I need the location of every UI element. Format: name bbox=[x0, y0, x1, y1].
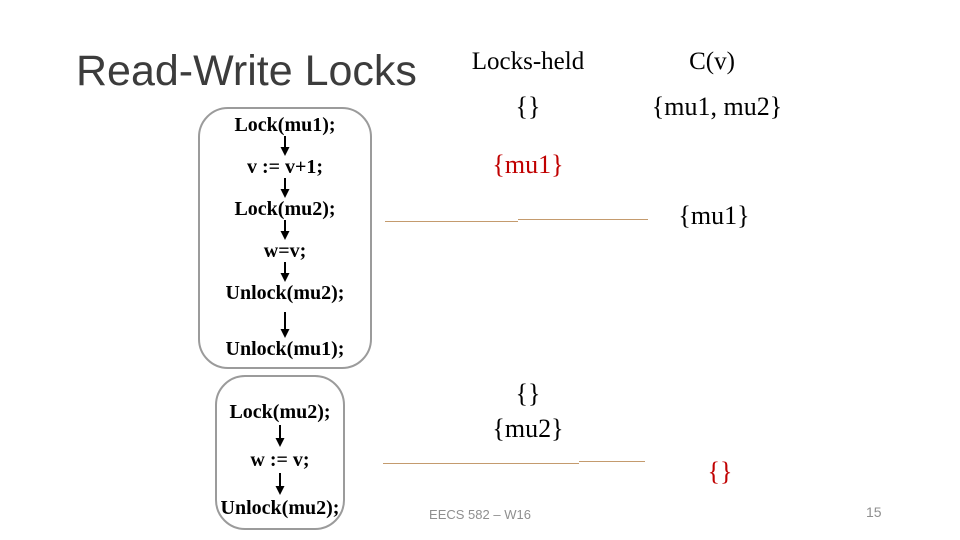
locks-held-value-empty-set: {} bbox=[515, 92, 541, 121]
arrow-down-icon bbox=[280, 220, 290, 240]
divider-line-1-right bbox=[518, 219, 648, 220]
arrow-down-icon bbox=[280, 136, 290, 156]
locks-held-value-mu1-red: {mu1} bbox=[492, 150, 564, 179]
cv-value-mu1: {mu1} bbox=[678, 201, 750, 230]
flow-step-w-equals-v: w=v; bbox=[263, 240, 307, 262]
flow-step-lock-mu2-b: Lock(mu2); bbox=[229, 401, 331, 423]
cv-value-empty-set-red: {} bbox=[707, 457, 733, 486]
flowchart-box-2: Lock(mu2); w := v; Unlock(mu2); bbox=[215, 375, 345, 530]
page-number: 15 bbox=[866, 504, 882, 520]
arrow-down-icon bbox=[280, 312, 290, 338]
flow-step-unlock-mu2: Unlock(mu2); bbox=[225, 282, 345, 304]
arrow-down-icon bbox=[275, 425, 285, 447]
cv-value-mu1-mu2: {mu1, mu2} bbox=[651, 92, 783, 121]
flow-step-increment-v: v := v+1; bbox=[246, 156, 324, 178]
flowchart-box-1: Lock(mu1); v := v+1; Lock(mu2); w=v; Unl… bbox=[198, 107, 372, 369]
arrow-down-icon bbox=[280, 178, 290, 198]
slide-title: Read-Write Locks bbox=[76, 47, 417, 95]
flow-step-lock-mu2: Lock(mu2); bbox=[234, 198, 336, 220]
locks-held-value-mu2: {mu2} bbox=[492, 414, 564, 443]
footer-course-label: EECS 582 – W16 bbox=[429, 507, 531, 522]
divider-line-2-right bbox=[579, 461, 645, 462]
locks-held-value-empty-set-2: {} bbox=[515, 379, 541, 408]
cv-column-header: C(v) bbox=[689, 48, 735, 75]
flow-step-unlock-mu1: Unlock(mu1); bbox=[225, 338, 345, 360]
divider-line-1-left bbox=[385, 221, 518, 222]
arrow-down-icon bbox=[275, 473, 285, 495]
flow-step-w-assign-v: w := v; bbox=[250, 449, 310, 471]
flow-step-lock-mu1: Lock(mu1); bbox=[234, 114, 336, 136]
locks-held-column-header: Locks-held bbox=[471, 48, 585, 75]
flow-step-unlock-mu2-b: Unlock(mu2); bbox=[220, 497, 340, 519]
arrow-down-icon bbox=[280, 262, 290, 282]
divider-line-2-left bbox=[383, 463, 579, 464]
